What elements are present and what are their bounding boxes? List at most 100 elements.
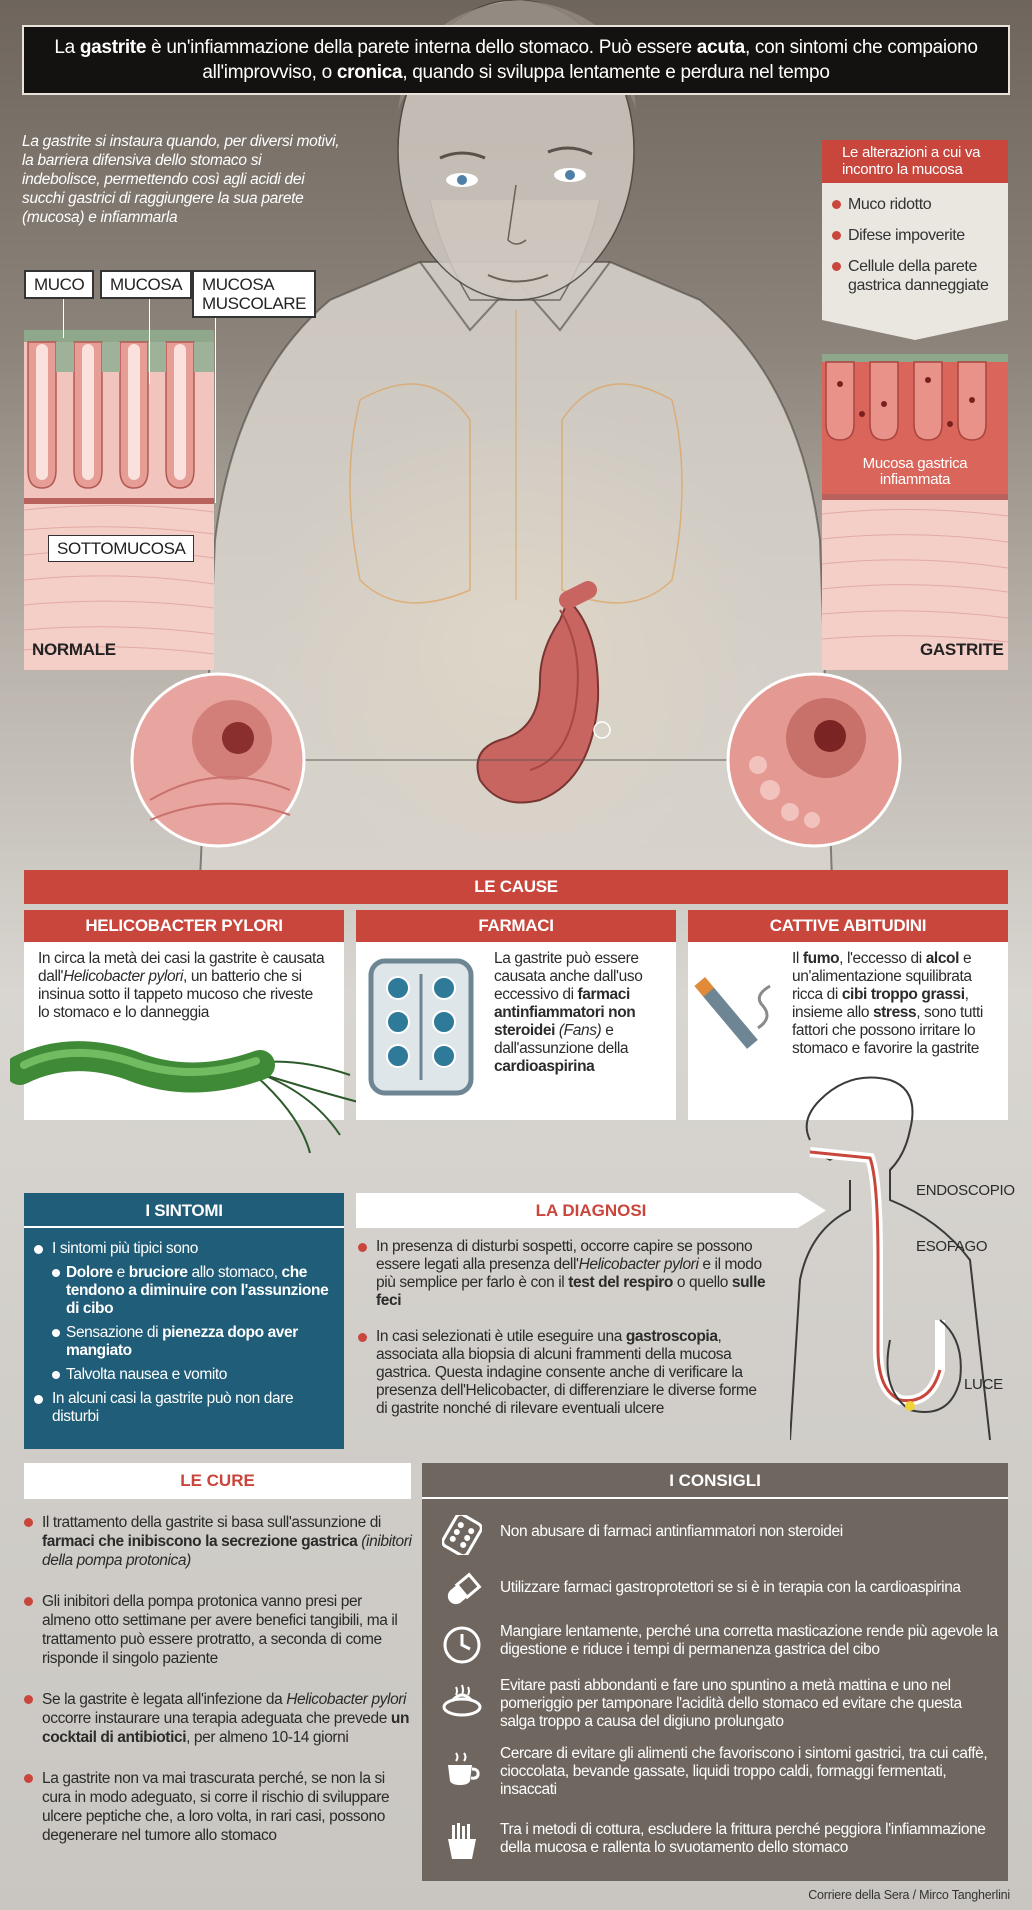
consiglio-text: Evitare pasti abbondanti e fare uno spun… xyxy=(500,1677,962,1730)
text-span: , insieme allo xyxy=(792,986,969,1021)
text-bold: Dolore xyxy=(66,1264,113,1281)
label-esofago: ESOFAGO xyxy=(916,1238,988,1255)
text-span: , un batterio che si insinua sotto il ta… xyxy=(38,968,313,1021)
consiglio-text: Mangiare lentamente, perché una corretta… xyxy=(500,1623,998,1658)
sintomi-item: I sintomi più tipici sono Dolore e bruci… xyxy=(34,1240,332,1384)
alterations-title: Le alterazioni a cui va incontro la muco… xyxy=(822,140,1008,183)
mucosa-muscolare-pointer xyxy=(215,298,216,503)
intro-text: La xyxy=(54,37,80,58)
alteration-item: Muco ridotto xyxy=(832,195,1002,214)
text-bold: bruciore xyxy=(128,1264,188,1281)
text-bold: fumo xyxy=(802,950,840,967)
text-span: In circa la metà dei casi la gastrite è … xyxy=(38,950,325,985)
gastritis-tissue-illustration xyxy=(822,354,1008,670)
label-muco: MUCO xyxy=(24,270,95,299)
cure-title: LE CURE xyxy=(24,1463,411,1499)
pill-blister-icon xyxy=(442,1515,482,1555)
intro-bold: gastrite xyxy=(79,37,147,58)
text-bold: cibi troppo grassi xyxy=(841,986,965,1003)
text-italic: Helicobacter pylori xyxy=(286,1691,407,1708)
text-span: La gastrite può essere causata anche dal… xyxy=(494,950,643,1003)
text-span: e xyxy=(112,1264,129,1281)
text-span: In casi selezionati è utile eseguire una xyxy=(376,1328,626,1345)
capsule-icon xyxy=(447,1572,482,1605)
label-text: infiammata xyxy=(879,471,951,488)
cure-item: Gli inibitori della pompa protonica vann… xyxy=(24,1592,414,1668)
farmaci-title: FARMACI xyxy=(356,910,676,942)
text-bold: farmaci antinfiammatori non steroidei xyxy=(494,986,636,1039)
text-italic: Helicobacter pylori xyxy=(578,1256,699,1273)
credit-line: Corriere della Sera / Mirco Tangherlini xyxy=(808,1888,1010,1902)
sintomi-title: I SINTOMI xyxy=(24,1193,344,1228)
text-span: , l'eccesso di xyxy=(839,950,926,967)
consiglio-text: Cercare di evitare gli alimenti che favo… xyxy=(500,1745,988,1798)
label-text: Mucosa gastrica xyxy=(862,455,968,472)
label-luce: LUCE xyxy=(964,1376,1003,1393)
alteration-item: Cellule della parete gastrica danneggiat… xyxy=(832,257,1002,295)
alterations-box-bg xyxy=(822,140,1008,340)
text-span: e il modo più semplice per farlo è con i… xyxy=(376,1256,762,1291)
intro-bold: acuta xyxy=(696,37,745,58)
text-bold: che tendono a diminuire con l'assunzione… xyxy=(66,1264,329,1317)
sintomi-item: In alcuni casi la gastrite può non dare … xyxy=(34,1390,332,1426)
text-italic: (Fans) xyxy=(555,1022,602,1039)
intro-bold: cronica xyxy=(336,62,403,83)
text-bold: stress xyxy=(872,1004,917,1021)
alteration-item: Difese impoverite xyxy=(832,226,1002,245)
consiglio-text: Utilizzare farmaci gastroprotettori se s… xyxy=(500,1579,961,1596)
text-span: e un'alimentazione squilibrata ricca di xyxy=(792,950,972,1003)
consiglio-item: Tra i metodi di cottura, escludere la fr… xyxy=(422,1817,1008,1867)
consigli-box: I CONSIGLI Non abusare di farmaci antinf… xyxy=(422,1463,1008,1881)
text-span: , associata alla biopsia di alcuni framm… xyxy=(376,1328,757,1417)
alterations-list: Muco ridotto Difese impoverite Cellule d… xyxy=(822,183,1008,295)
text-bold: sulle feci xyxy=(376,1274,766,1309)
sintomi-list: I sintomi più tipici sono Dolore e bruci… xyxy=(24,1228,344,1426)
cause-card-abitudini xyxy=(688,910,1008,1120)
text-bold: gastroscopia xyxy=(625,1328,718,1345)
sintomi-sublist: Dolore e bruciore allo stomaco, che tend… xyxy=(52,1264,332,1384)
abitudini-text: Il fumo, l'eccesso di alcol e un'aliment… xyxy=(792,950,1002,1058)
label-mucosa: MUCOSA xyxy=(100,270,193,299)
text-span: o quello xyxy=(672,1274,732,1291)
text-span: , sono tutti fattori che possono irritar… xyxy=(792,1004,983,1057)
cigarette-icon xyxy=(694,977,771,1049)
cure-item: Se la gastrite è legata all'infezione da… xyxy=(24,1690,414,1747)
gastritis-description: La gastrite si instaura quando, per dive… xyxy=(22,133,340,226)
cure-item: Il trattamento della gastrite si basa su… xyxy=(24,1513,414,1570)
fries-icon xyxy=(448,1823,476,1859)
consiglio-item: Utilizzare farmaci gastroprotettori se s… xyxy=(422,1567,1008,1617)
label-sottomucosa: SOTTOMUCOSA xyxy=(48,535,195,562)
pill-blister-icon xyxy=(368,958,474,1096)
text-italic: Helicobacter pylori xyxy=(63,968,183,985)
text-span: Sensazione di xyxy=(66,1324,163,1341)
text-bold: alcol xyxy=(925,950,960,967)
consiglio-item: Mangiare lentamente, perché una corretta… xyxy=(422,1621,1008,1671)
farmaci-text: La gastrite può essere causata anche dal… xyxy=(494,950,669,1076)
consiglio-item: Non abusare di farmaci antinfiammatori n… xyxy=(422,1511,1008,1561)
text-bold: test del respiro xyxy=(568,1274,673,1291)
endoscopy-illustration xyxy=(790,1076,991,1441)
sintomi-subitem: Sensazione di pienezza dopo aver mangiat… xyxy=(52,1324,332,1360)
diagnosi-title: LA DIAGNOSI xyxy=(356,1193,826,1228)
text-span: Il trattamento della gastrite si basa su… xyxy=(42,1514,381,1531)
cure-item: La gastrite non va mai trascurata perché… xyxy=(24,1769,414,1845)
sintomi-subitem: Talvolta nausea e vomito xyxy=(52,1366,332,1384)
helicobacter-text: In circa la metà dei casi la gastrite è … xyxy=(38,950,328,1022)
text-span: I sintomi più tipici sono xyxy=(52,1240,198,1257)
diagnosi-list: In presenza di disturbi sospetti, occorr… xyxy=(358,1238,768,1418)
clock-icon xyxy=(443,1626,481,1664)
text-italic: (inibitori della pompa protonica) xyxy=(42,1533,412,1569)
text-bold: cardioaspirina xyxy=(494,1058,595,1075)
label-gastrite: GASTRITE xyxy=(920,640,1004,659)
alterations-box: Le alterazioni a cui va incontro la muco… xyxy=(822,140,1008,310)
bacterium-icon xyxy=(10,1041,371,1154)
muco-pointer xyxy=(63,298,64,338)
cause-section-title: LE CAUSE xyxy=(24,870,1008,904)
label-text: MUCOSA xyxy=(202,275,275,294)
text-span: In presenza di disturbi sospetti, occorr… xyxy=(376,1238,753,1273)
diagnosi-item: In presenza di disturbi sospetti, occorr… xyxy=(358,1238,768,1310)
consiglio-text: Non abusare di farmaci antinfiammatori n… xyxy=(500,1523,843,1540)
text-bold: un cocktail di antibiotici xyxy=(42,1710,410,1746)
